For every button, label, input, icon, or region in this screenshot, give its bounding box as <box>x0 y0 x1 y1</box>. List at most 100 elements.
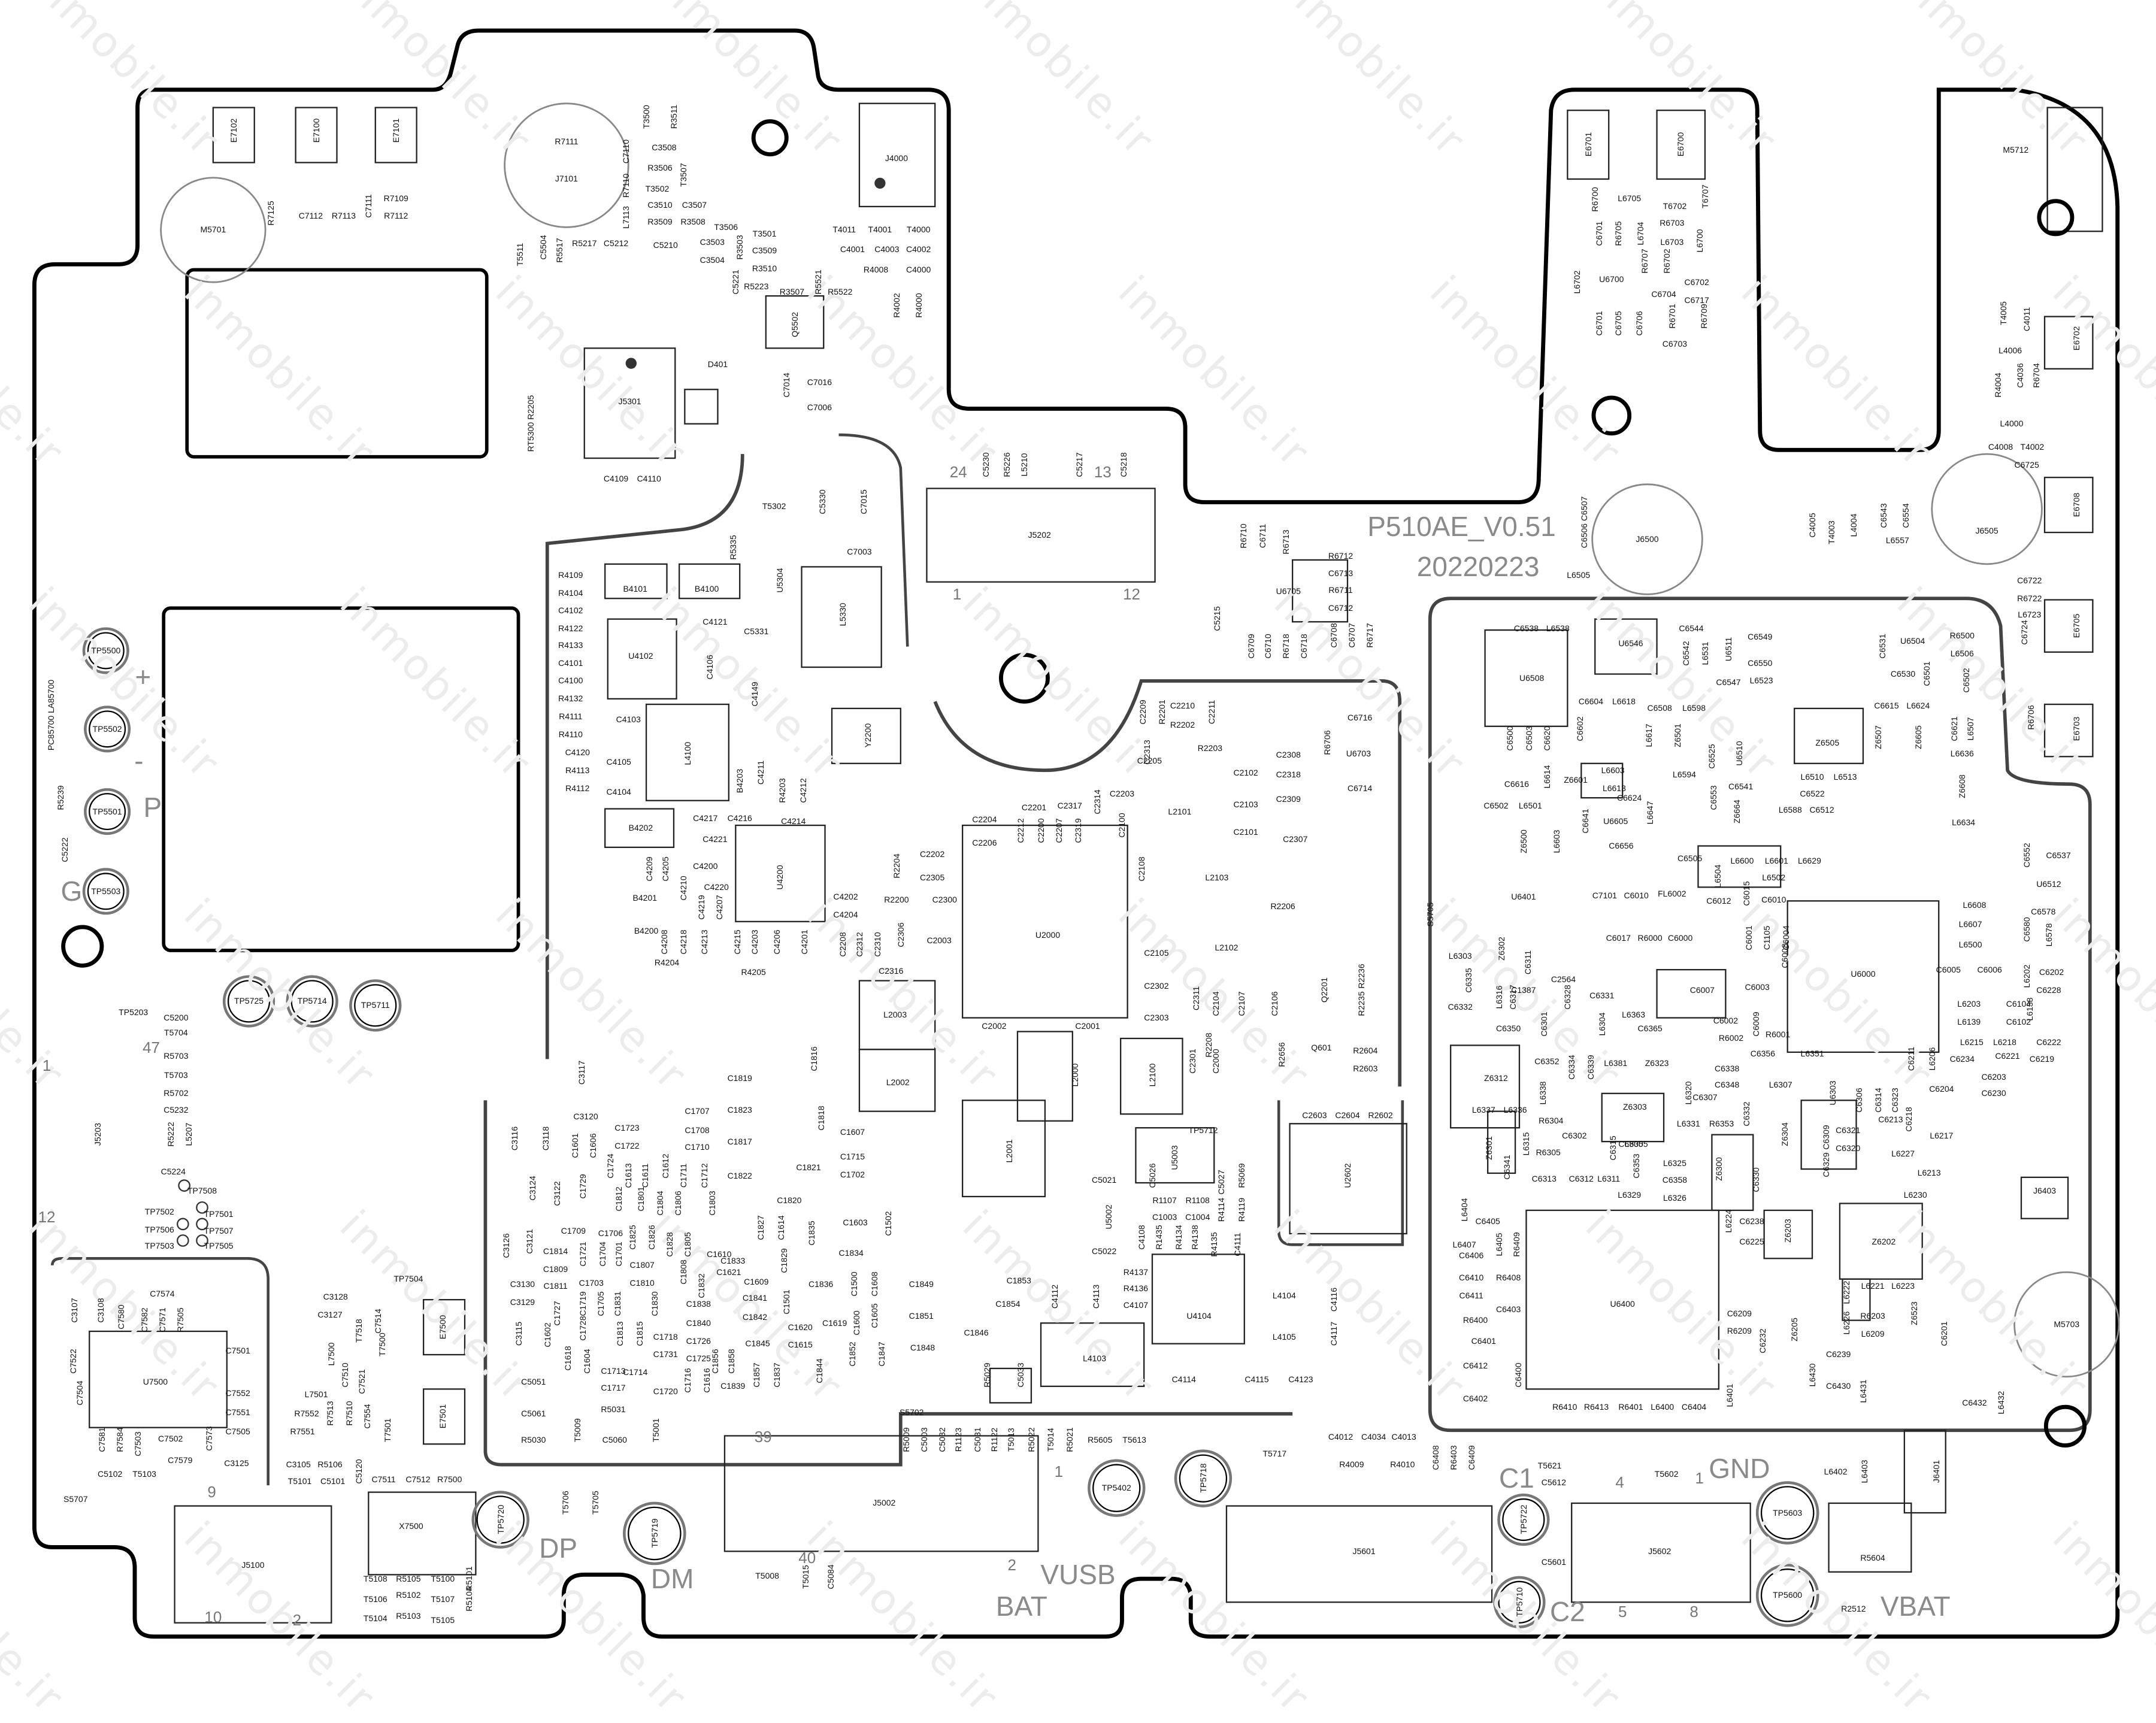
component-label: C3509 <box>752 245 777 255</box>
component-label: C4213 <box>699 929 709 955</box>
component-label: C1811 <box>543 1280 568 1291</box>
component-label: C2202 <box>919 849 945 859</box>
component-label: U6605 <box>1603 816 1628 826</box>
component-label: E6701 <box>1583 132 1593 157</box>
component-label: C2604 <box>1335 1110 1360 1120</box>
component-label: Z6301 <box>1484 1136 1494 1160</box>
test-point-inner <box>628 1506 682 1561</box>
component-label: C1831 <box>612 1291 622 1316</box>
component-label: L6400 <box>1651 1401 1674 1412</box>
component-label: U6511 <box>1723 637 1733 661</box>
component-label: 12 <box>38 1207 56 1226</box>
component-label: C6332 <box>1448 1001 1473 1012</box>
component-label: C6313 <box>1531 1173 1557 1183</box>
component-label: + <box>135 661 152 692</box>
component-label: L6613 <box>1602 783 1626 793</box>
component-label: C6508 <box>1647 703 1672 713</box>
component-label: C7551 <box>225 1407 250 1417</box>
test-point-inner <box>1092 1464 1141 1512</box>
component-label: Y2200 <box>862 723 873 748</box>
component-label: C2103 <box>1233 800 1258 810</box>
component-label: C6330 <box>1751 1167 1761 1192</box>
component-label: C4117 <box>1329 1321 1339 1346</box>
component-label: R6403 <box>1448 1445 1458 1470</box>
component-label: R3503 <box>735 235 745 260</box>
component-label: C3128 <box>323 1292 348 1302</box>
component-label: C6615 <box>1874 700 1899 710</box>
component-label: C3126 <box>501 1233 511 1258</box>
component-label: R2235 <box>1356 991 1366 1016</box>
component-label: C1607 <box>840 1127 865 1137</box>
component-label: C4008 <box>1988 442 2013 452</box>
component-label: R2512 <box>1841 1604 1866 1614</box>
component-label: L6531 <box>1700 641 1710 665</box>
component-label: 9 <box>207 1483 216 1501</box>
component-label: R6409 <box>1512 1232 1522 1257</box>
component-outline <box>961 824 1128 1019</box>
component-label: T5001 <box>651 1418 661 1442</box>
test-point-inner <box>87 632 125 670</box>
test-point-inner <box>354 984 397 1027</box>
component-label: C2203 <box>1109 788 1135 798</box>
component-label: C2104 <box>1210 991 1221 1016</box>
component-label: TP7503 <box>144 1241 174 1251</box>
component-label: C3124 <box>527 1176 537 1201</box>
component-label: L6320 <box>1683 1081 1694 1105</box>
component-label: 2 <box>292 1610 302 1629</box>
component-label: C7573 <box>204 1425 214 1451</box>
component-outline <box>2043 316 2094 370</box>
component-label: C6307 <box>1692 1092 1718 1103</box>
component-label: R6711 <box>1328 585 1353 595</box>
component-label: R7551 <box>290 1427 315 1437</box>
component-label: C2000 <box>1210 1049 1221 1074</box>
component-outline <box>1040 1322 1145 1387</box>
component-label: R7513 <box>325 1401 335 1426</box>
component-label: U5003 <box>1169 1145 1179 1170</box>
component-label: C6202 <box>2039 967 2064 977</box>
component-label: R6717 <box>1364 623 1374 648</box>
component-outline <box>1656 110 1706 180</box>
round-component <box>2013 1271 2120 1378</box>
component-label: 1 <box>952 585 962 603</box>
component-label: C6213 <box>1878 1114 1903 1124</box>
component-outline <box>212 107 255 163</box>
component-label: C1823 <box>727 1104 752 1115</box>
component-label: Z6302 <box>1497 937 1507 961</box>
component-label: C4012 <box>1328 1432 1353 1442</box>
component-label: C1838 <box>686 1298 711 1309</box>
component-label: C4121 <box>702 616 728 626</box>
component-label: L6510 <box>1800 772 1824 782</box>
component-label: E7100 <box>311 118 322 143</box>
component-label: C2301 <box>1187 1049 1197 1074</box>
component-label: C1600 <box>852 1310 862 1336</box>
component-label: T5105 <box>431 1615 455 1625</box>
component-label: R6500 <box>1949 630 1975 640</box>
component-label: J6500 <box>1636 534 1659 544</box>
component-label: C6239 <box>1826 1349 1851 1359</box>
component-label: C4002 <box>906 244 931 254</box>
component-label: C6502 <box>1483 801 1509 811</box>
component-label: U2602 <box>1343 1163 1352 1188</box>
test-point-inner <box>1498 1580 1541 1624</box>
component-outline <box>1800 1100 1857 1170</box>
component-label: BAT <box>995 1590 1047 1622</box>
component-label: C4217 <box>693 813 718 823</box>
component-label: L6647 <box>1645 801 1655 825</box>
component-label: C1709 <box>561 1225 586 1236</box>
component-label: R6713 <box>1280 529 1291 555</box>
component-label: C4005 <box>1807 513 1818 538</box>
component-label: L6431 <box>1858 1380 1868 1403</box>
component-label: L6329 <box>1618 1190 1642 1200</box>
component-label: C1810 <box>629 1278 655 1288</box>
component-label: C6505 <box>1677 853 1703 863</box>
component-label: C6616 <box>1504 779 1530 789</box>
component-label: C6550 <box>1748 658 1773 668</box>
component-outline <box>368 1491 477 1576</box>
component-outline <box>1763 1209 1813 1259</box>
component-label: R5029 <box>982 1362 992 1388</box>
component-label: L6217 <box>1930 1131 1954 1141</box>
component-label: C6641 <box>1580 808 1591 834</box>
component-outline <box>422 1388 466 1445</box>
component-label: C3121 <box>524 1229 534 1254</box>
component-label: E6703 <box>2071 716 2081 741</box>
